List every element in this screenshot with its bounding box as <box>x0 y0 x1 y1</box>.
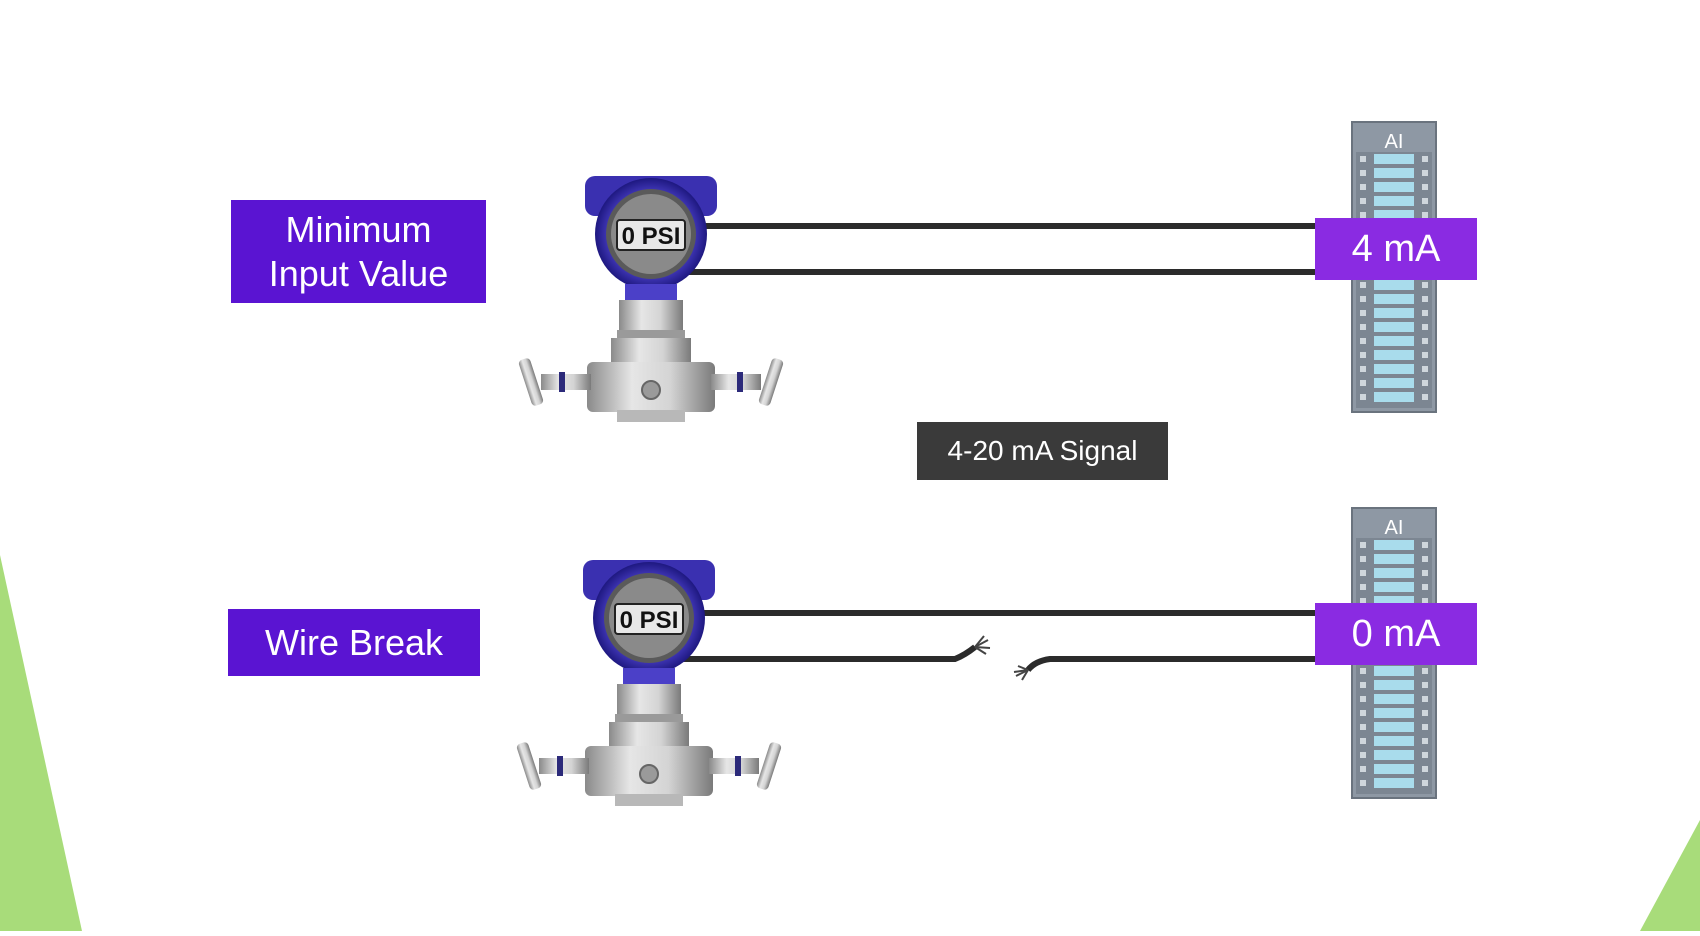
corner-right-triangle <box>1640 820 1700 931</box>
bottom-wire-broken-left <box>680 644 977 662</box>
bottom-wire-broken-right <box>1025 656 1318 672</box>
module-tag-top: AI <box>1385 131 1404 153</box>
pressure-transmitter-icon-bottom: 0 PSI <box>514 559 784 807</box>
module-tag-bottom: AI <box>1385 517 1404 539</box>
wire-break-label: Wire Break <box>228 609 480 676</box>
current-readout-top: 4 mA <box>1315 218 1477 280</box>
analog-input-module-icon-top: AI <box>1351 121 1437 413</box>
frayed-end-left <box>974 635 991 655</box>
analog-input-module-icon-bottom: AI <box>1351 507 1437 799</box>
frayed-end-right <box>1013 665 1029 681</box>
minimum-input-value-label: Minimum Input Value <box>231 200 486 303</box>
transmitter-display-bottom: 0 PSI <box>620 607 679 634</box>
signal-type-label: 4-20 mA Signal <box>917 422 1168 480</box>
transmitter-display-top: 0 PSI <box>622 223 681 250</box>
pressure-transmitter-icon-top: 0 PSI <box>516 175 786 423</box>
corner-left-triangle <box>0 555 82 931</box>
current-readout-bottom: 0 mA <box>1315 603 1477 665</box>
